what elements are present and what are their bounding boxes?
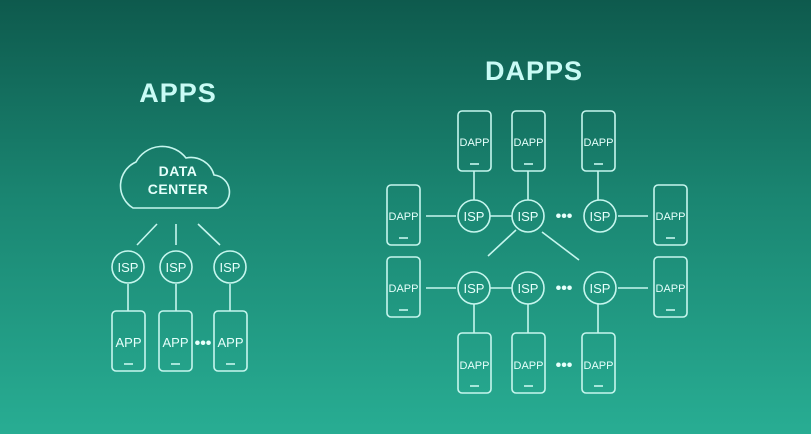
- data-center-cloud-icon: [119, 145, 231, 209]
- dapps-ellipsis: •••: [556, 280, 573, 297]
- dapp-phone-icon: DAPP: [386, 256, 421, 318]
- apps-isp-node: ISP: [159, 250, 193, 284]
- dapps-title: DAPPS: [485, 56, 583, 86]
- dapps-isp-node: ISP: [583, 271, 617, 305]
- svg-text:DAPP: DAPP: [460, 360, 490, 372]
- apps-connectors: [127, 223, 231, 311]
- dapps-isp-node: ISP: [511, 271, 545, 305]
- data-center-label-line2: CENTER: [148, 181, 209, 197]
- dapp-phone-icon: DAPP: [653, 184, 688, 246]
- svg-text:ISP: ISP: [518, 209, 539, 224]
- svg-text:DAPP: DAPP: [584, 137, 614, 149]
- svg-text:DAPP: DAPP: [389, 283, 419, 295]
- svg-text:APP: APP: [162, 335, 188, 350]
- dapp-phone-icon: DAPP: [581, 110, 616, 172]
- svg-text:ISP: ISP: [464, 281, 485, 296]
- svg-text:DAPP: DAPP: [389, 211, 419, 223]
- dapps-ellipsis: •••: [556, 357, 573, 374]
- svg-text:DAPP: DAPP: [514, 360, 544, 372]
- dapp-phone-icon: DAPP: [457, 332, 492, 394]
- dapps-isp-node: ISP: [511, 199, 545, 233]
- svg-text:DAPP: DAPP: [514, 137, 544, 149]
- app-phone-icon: APP: [213, 310, 248, 372]
- apps-ellipsis: •••: [195, 335, 212, 352]
- dapp-phone-icon: DAPP: [457, 110, 492, 172]
- dapps-ellipsis: •••: [556, 208, 573, 225]
- dapp-phone-icon: DAPP: [581, 332, 616, 394]
- svg-text:DAPP: DAPP: [656, 283, 686, 295]
- svg-text:ISP: ISP: [464, 209, 485, 224]
- data-center-label-line1: DATA: [159, 163, 198, 179]
- svg-text:ISP: ISP: [518, 281, 539, 296]
- dapps-connectors: [426, 171, 648, 333]
- apps-isp-node: ISP: [111, 250, 145, 284]
- svg-text:APP: APP: [217, 335, 243, 350]
- svg-text:ISP: ISP: [118, 260, 139, 275]
- svg-text:DAPP: DAPP: [584, 360, 614, 372]
- dapps-isp-node: ISP: [457, 199, 491, 233]
- svg-text:DAPP: DAPP: [656, 211, 686, 223]
- svg-text:ISP: ISP: [166, 260, 187, 275]
- dapps-isp-node: ISP: [457, 271, 491, 305]
- dapp-phone-icon: DAPP: [511, 332, 546, 394]
- dapp-phone-icon: DAPP: [386, 184, 421, 246]
- app-phone-icon: APP: [158, 310, 193, 372]
- apps-isp-node: ISP: [213, 250, 247, 284]
- dapp-phone-icon: DAPP: [511, 110, 546, 172]
- dapps-isp-node: ISP: [583, 199, 617, 233]
- dapp-phone-icon: DAPP: [653, 256, 688, 318]
- svg-text:ISP: ISP: [590, 209, 611, 224]
- svg-text:ISP: ISP: [220, 260, 241, 275]
- svg-text:APP: APP: [115, 335, 141, 350]
- svg-text:DAPP: DAPP: [460, 137, 490, 149]
- app-phone-icon: APP: [111, 310, 146, 372]
- svg-text:ISP: ISP: [590, 281, 611, 296]
- apps-title: APPS: [139, 78, 217, 108]
